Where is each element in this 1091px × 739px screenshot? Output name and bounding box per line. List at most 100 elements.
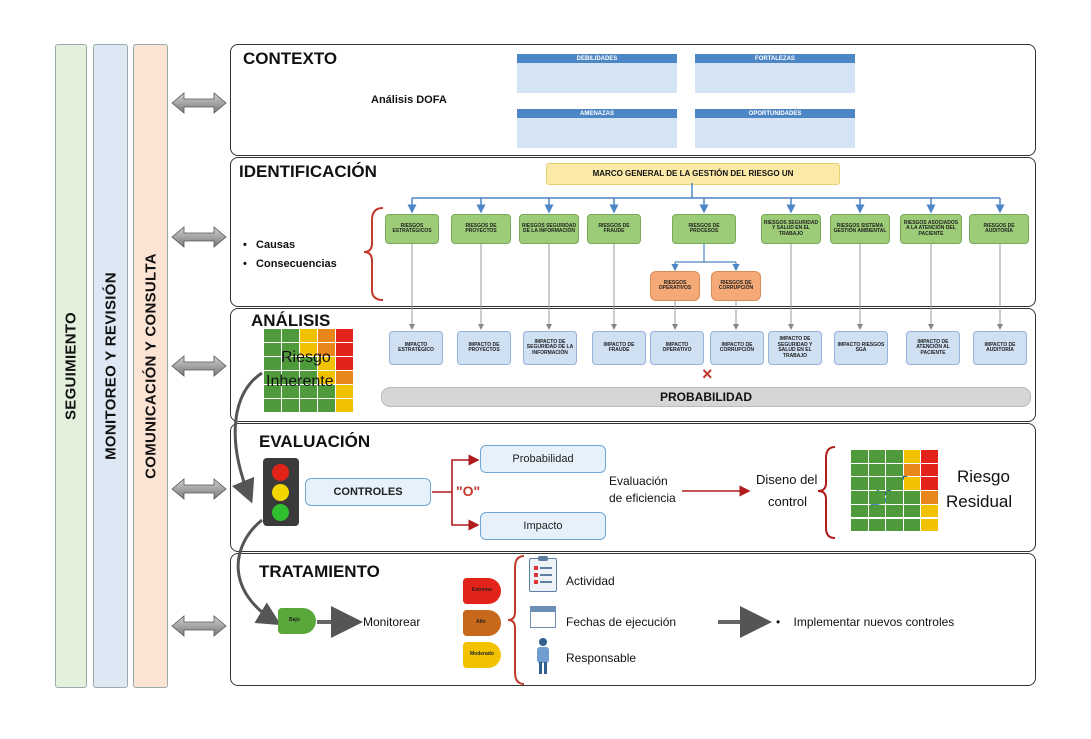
matrix-cell bbox=[336, 371, 353, 384]
riesgos-operativos-box: RIESGOS OPERATIVOS bbox=[650, 271, 700, 301]
matrix-cell bbox=[903, 504, 921, 518]
evaluacion-eficiencia-2: de eficiencia bbox=[609, 491, 676, 505]
riesgo-box: RIESGOS ASOCIADOS A LA ATENCIÓN DEL PACI… bbox=[900, 214, 962, 244]
matrix-cell bbox=[886, 477, 903, 491]
riesgo-box: RIESGOS DE PROYECTOS bbox=[451, 214, 511, 244]
impacto-box: IMPACTO RIESGOS SGA bbox=[834, 331, 888, 365]
matrix-cell bbox=[318, 343, 335, 356]
matrix-cell bbox=[336, 357, 353, 370]
bullet-causas: • Causas bbox=[243, 239, 296, 251]
impacto-box: IMPACTO ESTRATÉGICO bbox=[389, 331, 443, 365]
matrix-cell bbox=[868, 504, 886, 518]
dofa-amenazas: AMENAZAS bbox=[517, 109, 677, 148]
matrix-cell bbox=[903, 518, 921, 532]
extremo-badge: Extremo bbox=[463, 578, 501, 604]
evaluacion-title: EVALUACIÓN bbox=[259, 432, 371, 451]
riesgo-residual-label-1: Riesgo bbox=[957, 467, 1010, 486]
matrix-cell bbox=[282, 343, 299, 356]
matrix-cell bbox=[868, 491, 886, 504]
contexto-title: CONTEXTO bbox=[243, 49, 338, 68]
monitoreo-bar: MONITOREO Y REVISIÓN bbox=[93, 44, 128, 688]
riesgo-inherente-label-2: Inherente bbox=[266, 373, 334, 390]
matrix-cell bbox=[921, 477, 938, 491]
bajo-badge: Bajo bbox=[278, 608, 316, 634]
matrix-cell bbox=[264, 371, 281, 384]
dofa-fortalezas: FORTALEZAS bbox=[695, 54, 855, 93]
double-arrow-icon bbox=[171, 355, 227, 377]
impacto-box: IMPACTO DE FRAUDE bbox=[592, 331, 646, 365]
riesgo-box: RIESGOS DE PROCESOS bbox=[672, 214, 736, 244]
matrix-cell bbox=[921, 518, 938, 532]
matrix-cell bbox=[886, 518, 903, 532]
clipboard-icon bbox=[529, 556, 557, 592]
matrix-cell bbox=[868, 518, 886, 532]
bullet-consecuencias: • Consecuencias bbox=[243, 258, 337, 270]
riesgo-box: RIESGOS SEGURIDAD DE LA INFORMACIÓN bbox=[519, 214, 579, 244]
actividad-label: Actividad bbox=[566, 574, 615, 588]
calendar-icon bbox=[530, 606, 556, 628]
double-arrow-icon bbox=[171, 92, 227, 114]
matrix-cell bbox=[336, 329, 353, 342]
riesgo-box: RIESGOS ESTRATÉGICOS bbox=[385, 214, 439, 244]
matrix-cell bbox=[318, 399, 335, 412]
marco-general-box: MARCO GENERAL DE LA GESTIÓN DEL RIESGO U… bbox=[546, 163, 840, 185]
responsable-label: Responsable bbox=[566, 651, 637, 665]
impacto-box: Impacto bbox=[480, 512, 606, 540]
o-label: "O" bbox=[456, 483, 481, 499]
matrix-cell bbox=[300, 399, 317, 412]
matrix-cell bbox=[282, 329, 299, 342]
matrix-cell bbox=[868, 463, 886, 477]
matrix-cell bbox=[851, 463, 868, 477]
riesgo-residual-matrix bbox=[851, 450, 939, 532]
identificacion-title: IDENTIFICACIÓN bbox=[239, 162, 377, 181]
dofa-oportunidades: OPORTUNIDADES bbox=[695, 109, 855, 148]
probabilidad-bar: PROBABILIDAD bbox=[381, 387, 1031, 407]
matrix-cell bbox=[903, 491, 921, 504]
matrix-cell bbox=[886, 450, 903, 463]
double-arrow-icon bbox=[171, 615, 227, 637]
matrix-cell bbox=[851, 504, 868, 518]
matrix-cell bbox=[886, 504, 903, 518]
matrix-cell bbox=[851, 491, 868, 504]
matrix-cell bbox=[300, 371, 317, 384]
matrix-cell bbox=[921, 450, 938, 463]
seguimiento-bar: SEGUIMIENTO bbox=[55, 44, 87, 688]
alto-badge: Alto bbox=[463, 610, 501, 636]
impacto-box: IMPACTO DE SEGURIDAD Y SALUD EN EL TRABA… bbox=[768, 331, 822, 365]
riesgo-inherente-matrix bbox=[264, 329, 354, 413]
implementar-label: • Implementar nuevos controles bbox=[776, 615, 955, 629]
riesgo-residual-label-2: Residual bbox=[946, 492, 1013, 511]
matrix-cell bbox=[921, 491, 938, 504]
matrix-cell bbox=[264, 385, 281, 398]
riesgo-inherente-label-1: Riesgo bbox=[281, 349, 331, 366]
monitorear-label: Monitorear bbox=[363, 615, 421, 629]
matrix-cell bbox=[264, 357, 281, 370]
impacto-box: IMPACTO DE PROYECTOS bbox=[457, 331, 511, 365]
matrix-cell bbox=[318, 329, 335, 342]
matrix-cell bbox=[282, 399, 299, 412]
matrix-cell bbox=[903, 463, 921, 477]
diseno-control-2: control bbox=[768, 494, 808, 509]
matrix-cell bbox=[886, 491, 903, 504]
matrix-cell bbox=[300, 357, 317, 370]
impacto-box: IMPACTO DE ATENCIÓN AL PACIENTE bbox=[906, 331, 960, 365]
matrix-cell bbox=[264, 329, 281, 342]
dofa-debilidades: DEBILIDADES bbox=[517, 54, 677, 93]
matrix-cell bbox=[336, 343, 353, 356]
matrix-cell bbox=[868, 477, 886, 491]
riesgo-box: RIESGOS DE FRAUDE bbox=[587, 214, 641, 244]
matrix-cell bbox=[300, 343, 317, 356]
matrix-cell bbox=[868, 450, 886, 463]
matrix-cell bbox=[851, 450, 868, 463]
times-icon: × bbox=[702, 364, 713, 384]
dofa-label: Análisis DOFA bbox=[371, 94, 447, 106]
matrix-cell bbox=[318, 371, 335, 384]
diseno-control-1: Diseno del bbox=[756, 472, 818, 487]
matrix-cell bbox=[264, 343, 281, 356]
tratamiento-panel: TRATAMIENTO bbox=[230, 553, 1036, 686]
evaluacion-eficiencia-1: Evaluación bbox=[609, 474, 668, 488]
matrix-cell bbox=[903, 477, 921, 491]
contexto-panel: CONTEXTO Análisis DOFA DEBILIDADES FORTA… bbox=[230, 44, 1036, 156]
controles-box: CONTROLES bbox=[305, 478, 431, 506]
